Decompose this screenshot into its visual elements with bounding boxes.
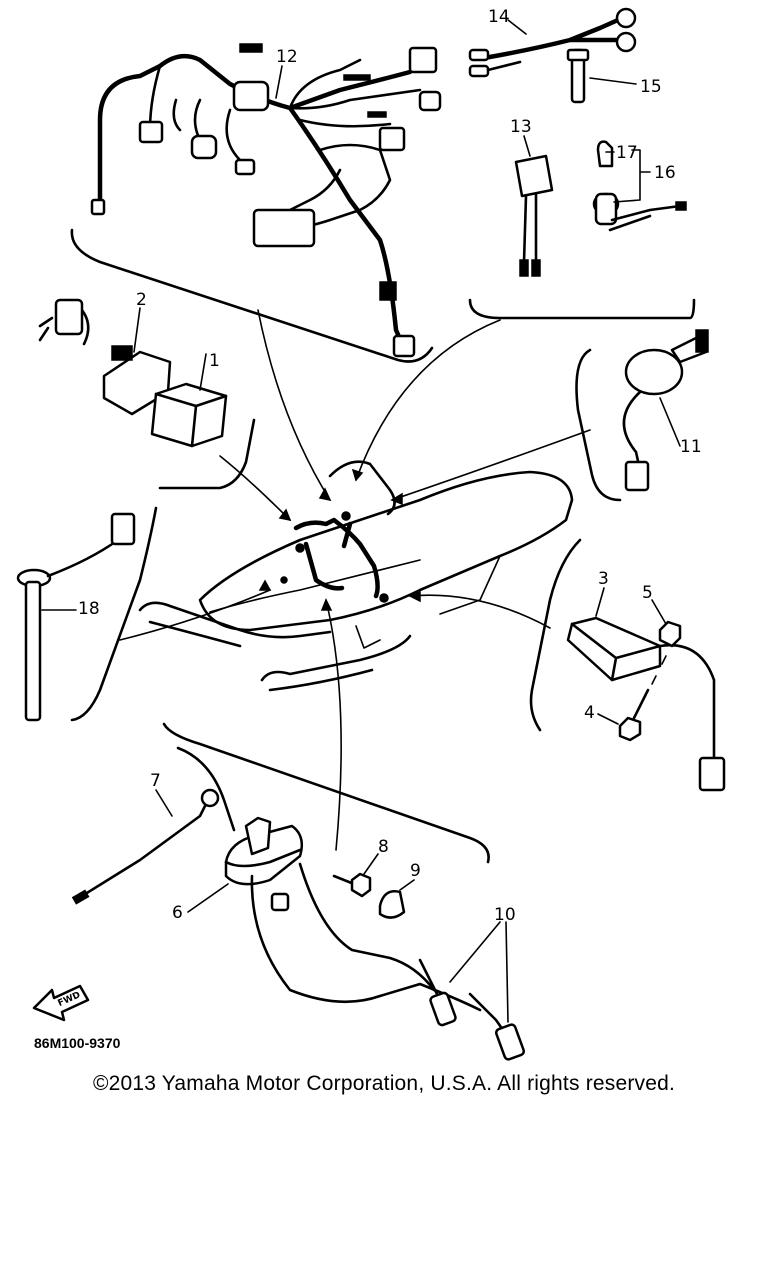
diagram-code: 86M100-9370 — [34, 1035, 121, 1051]
location-arrows — [119, 309, 591, 851]
clamp-drawing — [378, 890, 406, 919]
sub-lead-drawing — [468, 7, 637, 78]
part-number-12: 12 — [276, 47, 298, 67]
plug-cap-drawing — [418, 958, 525, 1061]
part-number-4: 4 — [584, 703, 595, 723]
bracket-rectifier-group — [158, 418, 256, 490]
part-number-10: 10 — [494, 905, 516, 925]
bolt-drawing — [618, 655, 667, 742]
cable-band-drawing — [566, 48, 590, 104]
part-number-14: 14 — [488, 7, 510, 27]
connector-dot — [280, 576, 288, 584]
voltage-regulator-drawing — [514, 154, 554, 277]
part-number-17: 17 — [616, 143, 638, 163]
part-number-15: 15 — [640, 77, 662, 97]
connector-dot — [379, 593, 389, 603]
part-number-11: 11 — [680, 437, 702, 457]
thermo-sender-drawing — [16, 512, 136, 722]
rectifier-drawing — [150, 382, 228, 448]
bracket-sender-group — [70, 506, 158, 722]
bracket-cdi-group — [529, 538, 582, 732]
part-number-8: 8 — [378, 837, 389, 857]
part-number-5: 5 — [642, 583, 653, 603]
ignition-coil-drawing — [176, 746, 482, 1012]
connector-dot — [295, 543, 305, 553]
bracket-key-switch-group — [575, 348, 622, 502]
cord-drawing — [71, 788, 220, 905]
part-number-9: 9 — [410, 861, 421, 881]
part-number-16: 16 — [654, 163, 676, 183]
bracket-harness-group — [70, 228, 434, 363]
lamp-socket-drawing — [592, 140, 687, 232]
bracket-ignition-group — [162, 722, 490, 864]
leader-lines — [41, 19, 681, 1023]
part-number-13: 13 — [510, 117, 532, 137]
main-switch-drawing — [622, 329, 709, 492]
machine-wiring — [293, 517, 380, 599]
connector-dot — [341, 511, 351, 521]
part-number-7: 7 — [150, 771, 161, 791]
bracket-regulator-group — [468, 298, 696, 320]
part-number-3: 3 — [598, 569, 609, 589]
copyright-notice: ©2013 Yamaha Motor Corporation, U.S.A. A… — [92, 1072, 676, 1095]
snowmobile-outline — [138, 460, 574, 692]
part-number-6: 6 — [172, 903, 183, 923]
connector-assembly-drawing — [38, 298, 172, 416]
wire-harness-drawing — [90, 43, 442, 358]
part-number-1: 1 — [209, 351, 220, 371]
forward-direction-arrow: FWD — [32, 984, 90, 1022]
part-number-2: 2 — [136, 290, 147, 310]
part-number-18: 18 — [78, 599, 100, 619]
nut-drawing — [658, 620, 682, 648]
coil-bolt-drawing — [332, 872, 372, 898]
